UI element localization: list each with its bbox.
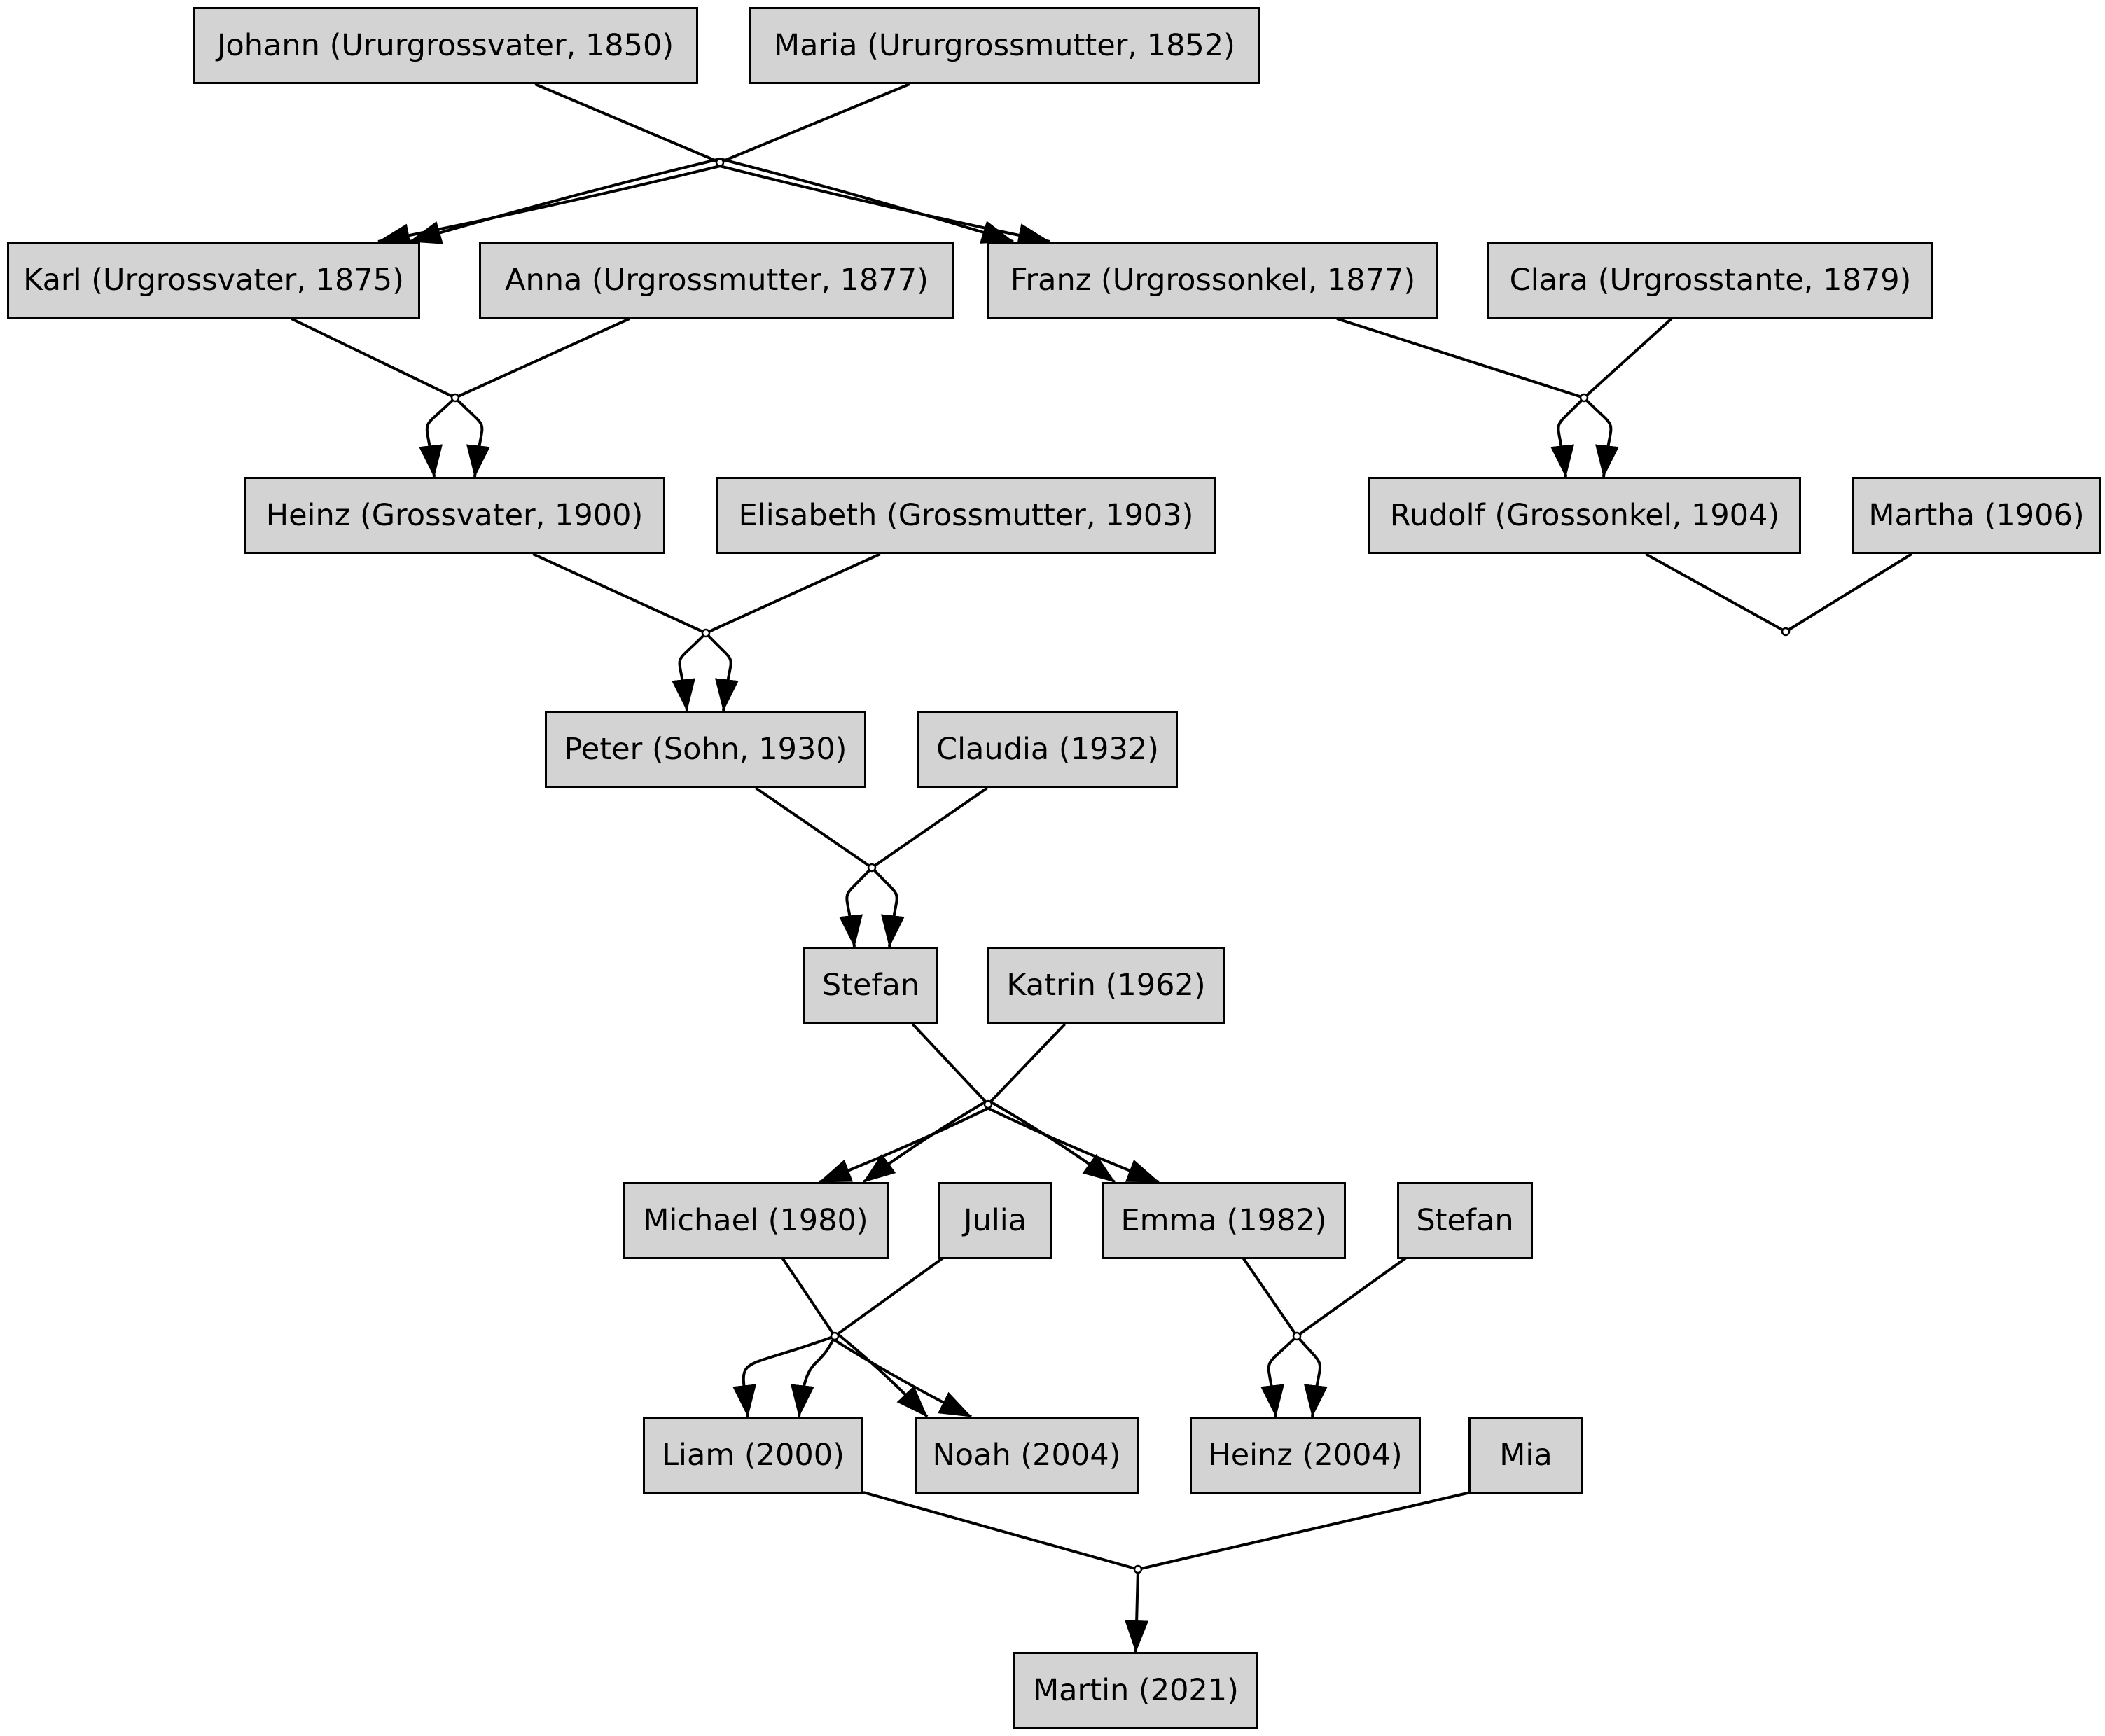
node-mia: Mia (1468, 1417, 1583, 1494)
child-arrow-liam (732, 1335, 835, 1417)
junction-dot (983, 1099, 993, 1109)
child-arrow-peter (704, 632, 739, 711)
child-arrow-franz (720, 158, 1014, 244)
child-arrow-franz (718, 164, 1050, 247)
node-stefan-partner: Stefan (1397, 1182, 1533, 1259)
junction-dot (867, 863, 877, 873)
node-emma: Emma (1982) (1102, 1182, 1346, 1259)
child-arrow-michael (862, 1100, 987, 1183)
child-arrow-martin (1125, 1569, 1149, 1653)
child-arrow-heinz-grossvater (419, 396, 457, 478)
parent-line-mia (1137, 1491, 1471, 1571)
node-noah: Noah (2004) (915, 1417, 1139, 1494)
child-arrow-peter (672, 632, 707, 711)
junction-dot (830, 1331, 840, 1341)
node-anna: Anna (Urgrossmutter, 1877) (479, 242, 954, 319)
parent-line-heinz-grossvater (532, 553, 707, 634)
node-karl: Karl (Urgrossvater, 1875) (7, 242, 420, 319)
parent-line-stefan-partner (1295, 1256, 1408, 1338)
parent-line-karl (291, 317, 456, 399)
node-claudia: Claudia (1932) (917, 711, 1178, 788)
junction-dot (715, 158, 725, 167)
node-martin: Martin (2021) (1013, 1652, 1258, 1729)
child-arrow-rudolf (1550, 396, 1585, 478)
child-arrow-stefan-vater (839, 866, 873, 947)
parent-line-emma (1242, 1256, 1298, 1338)
parent-line-franz (1336, 317, 1585, 399)
node-heinz-2004: Heinz (2004) (1190, 1417, 1421, 1494)
parent-line-anna (454, 317, 630, 399)
child-arrow-stefan-vater (870, 866, 905, 947)
parent-line-katrin (987, 1022, 1067, 1106)
parent-line-maria (719, 83, 910, 164)
parent-line-johann (534, 83, 721, 164)
parent-line-clara (1583, 317, 1673, 399)
child-arrow-noah (832, 1338, 972, 1418)
parent-line-stefan-vater (911, 1022, 989, 1106)
parent-line-martha (1784, 553, 1913, 633)
node-maria: Maria (Ururgrossmutter, 1852) (749, 7, 1260, 84)
child-arrow-emma (989, 1100, 1116, 1183)
child-arrow-rudolf (1583, 396, 1619, 478)
node-clara: Clara (Urgrosstante, 1879) (1487, 242, 1933, 319)
node-elisabeth: Elisabeth (Grossmutter, 1903) (716, 477, 1216, 554)
node-michael: Michael (1980) (623, 1182, 889, 1259)
child-arrow-noah (836, 1332, 929, 1418)
parent-line-liam (863, 1491, 1139, 1571)
child-arrow-michael (819, 1106, 990, 1183)
node-martha: Martha (1906) (1852, 477, 2101, 554)
node-rudolf: Rudolf (Grossonkel, 1904) (1368, 477, 1801, 554)
node-franz: Franz (Urgrossonkel, 1877) (987, 242, 1438, 319)
node-liam: Liam (2000) (643, 1417, 863, 1494)
parent-line-julia (833, 1256, 945, 1338)
parent-line-rudolf (1645, 553, 1786, 633)
node-katrin: Katrin (1962) (987, 947, 1225, 1024)
junction-dot (1133, 1564, 1143, 1574)
parent-line-michael (781, 1256, 836, 1338)
junction-dot (1781, 627, 1791, 637)
child-arrow-heinz-2004 (1260, 1335, 1298, 1417)
node-johann: Johann (Ururgrossvater, 1850) (193, 7, 698, 84)
node-julia: Julia (938, 1182, 1052, 1259)
node-stefan-vater: Stefan (803, 947, 938, 1024)
parent-line-claudia (870, 786, 989, 869)
child-arrow-liam (791, 1335, 836, 1417)
child-arrow-karl (409, 158, 720, 244)
node-peter: Peter (Sohn, 1930) (545, 711, 866, 788)
junction-dot (450, 393, 460, 403)
junction-dot (1579, 393, 1589, 403)
child-arrow-heinz-2004 (1295, 1335, 1328, 1417)
child-arrow-emma (986, 1106, 1160, 1183)
node-heinz-grossvater: Heinz (Grossvater, 1900) (244, 477, 665, 554)
parent-line-peter (754, 786, 873, 869)
parent-line-elisabeth (705, 553, 881, 634)
junction-dot (701, 628, 711, 638)
junction-dot (1292, 1331, 1302, 1341)
child-arrow-heinz-grossvater (454, 396, 490, 478)
